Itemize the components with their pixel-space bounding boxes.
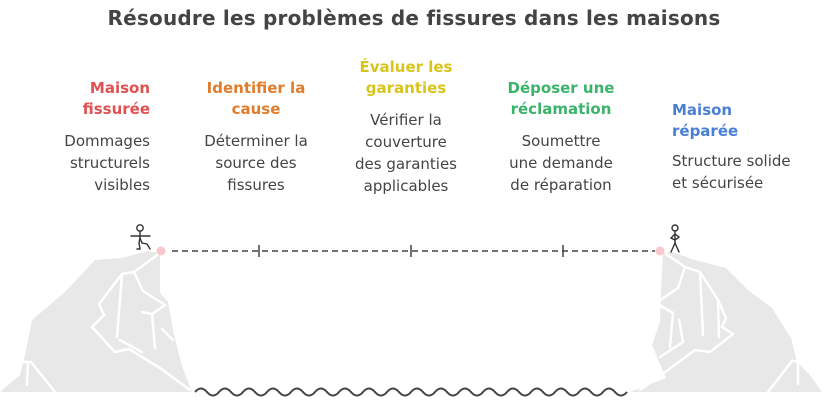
step-heading: Évaluer les garanties: [345, 57, 467, 99]
water-wave-icon: [194, 387, 628, 397]
step-maison-fissuree: Maison fissurée Dommages structurels vis…: [40, 78, 150, 196]
heading-line: réparée: [672, 122, 739, 140]
description-line: Vérifier la: [370, 111, 442, 129]
left-cliff: [0, 251, 192, 394]
heading-line: Maison: [89, 79, 150, 97]
step-evaluer-les-garanties: Évaluer les garanties Vérifier la couver…: [345, 57, 467, 197]
step-heading: Maison réparée: [672, 100, 822, 142]
description-line: fissures: [227, 176, 285, 194]
step-identifier-la-cause: Identifier la cause Déterminer la source…: [190, 78, 322, 196]
step-heading: Identifier la cause: [190, 78, 322, 120]
description-line: et sécurisée: [672, 174, 764, 192]
description-line: de réparation: [510, 176, 612, 194]
description-line: applicables: [363, 177, 449, 195]
heading-line: garanties: [365, 79, 447, 97]
step-deposer-une-reclamation: Déposer une réclamation Soumettre une de…: [492, 78, 630, 196]
description-line: une demande: [509, 154, 613, 172]
standing-person-icon: [669, 224, 681, 253]
step-maison-reparee: Maison réparée Structure solide et sécur…: [672, 100, 822, 194]
description-line: Déterminer la: [204, 132, 308, 150]
heading-line: Maison: [672, 101, 733, 119]
heading-line: réclamation: [510, 100, 612, 118]
step-description: Déterminer la source des fissures: [190, 130, 322, 196]
step-heading: Déposer une réclamation: [492, 78, 630, 120]
tightrope-path: [172, 245, 655, 257]
step-description: Soumettre une demande de réparation: [492, 130, 630, 196]
start-point: [156, 246, 166, 256]
description-line: Soumettre: [521, 132, 601, 150]
heading-line: fissurée: [82, 100, 150, 118]
description-line: structurels: [69, 154, 150, 172]
description-line: Dommages: [64, 132, 150, 150]
description-line: source des: [215, 154, 297, 172]
step-description: Structure solide et sécurisée: [672, 150, 822, 194]
step-heading: Maison fissurée: [40, 78, 150, 120]
description-line: des garanties: [354, 155, 457, 173]
diagram-title: Résoudre les problèmes de fissures dans …: [107, 6, 721, 30]
end-point: [655, 246, 665, 256]
balancing-person-icon: [130, 224, 151, 250]
description-line: visibles: [94, 176, 150, 194]
heading-line: Déposer une: [507, 79, 615, 97]
description-line: couverture: [365, 133, 447, 151]
heading-line: Identifier la: [206, 79, 306, 97]
heading-line: Évaluer les: [359, 58, 453, 76]
right-cliff: [630, 252, 822, 394]
step-description: Dommages structurels visibles: [40, 130, 150, 196]
description-line: Structure solide: [672, 152, 791, 170]
step-description: Vérifier la couverture des garanties app…: [345, 109, 467, 197]
heading-line: cause: [231, 100, 281, 118]
